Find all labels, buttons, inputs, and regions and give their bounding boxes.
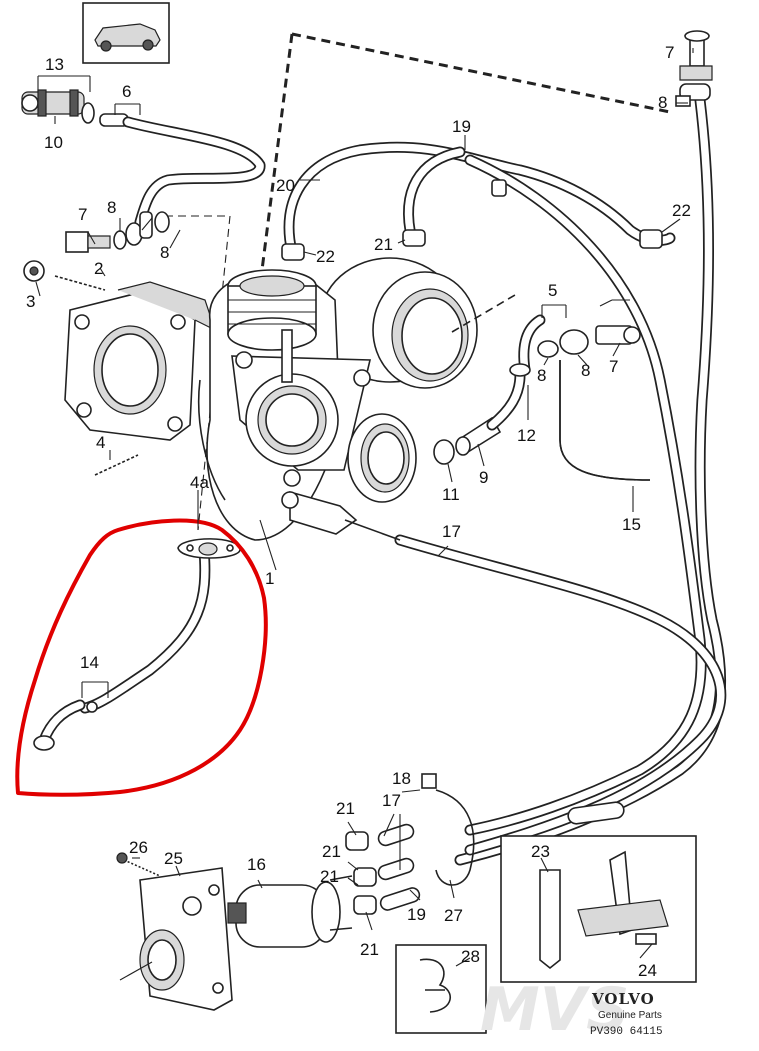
hose-clamp-part-11	[433, 439, 455, 465]
part-label-21-top: 21	[374, 235, 393, 254]
hose-clamp-part-21	[345, 831, 377, 915]
part-label-26: 26	[129, 838, 148, 857]
stud-part-2	[23, 260, 106, 291]
part-label-4: 4	[96, 433, 105, 452]
brand-name: VOLVO	[591, 990, 655, 1008]
part-label-5: 5	[548, 281, 557, 300]
part-label-11: 11	[442, 485, 460, 504]
car-thumbnail-icon	[82, 2, 170, 64]
part-label-14: 14	[80, 653, 99, 672]
hose-clamp-part-21	[402, 229, 426, 247]
part-label-21-d: 21	[360, 940, 379, 959]
part-label-17: 17	[442, 522, 461, 541]
part-label-8-left: 8	[107, 198, 116, 217]
part-label-12: 12	[517, 426, 536, 445]
return-pipe-part-14	[33, 544, 211, 751]
part-label-7-left: 7	[78, 205, 87, 224]
part-label-3: 3	[26, 292, 35, 311]
exhaust-flange	[64, 281, 217, 441]
part-label-9: 9	[479, 468, 488, 487]
part-label-28: 28	[461, 947, 480, 966]
filter-canister-part-16	[227, 875, 353, 948]
part-label-1: 1	[265, 569, 274, 588]
part-number-labels: 13 10 6 7 8 8 2 3 4 4a 1 14 20 22 19 21 …	[26, 43, 691, 980]
valve-part-7-top	[675, 30, 713, 107]
part-label-22-right: 22	[672, 201, 691, 220]
part-label-27: 27	[444, 906, 463, 925]
part-label-22-left: 22	[316, 247, 335, 266]
part-label-6: 6	[122, 82, 131, 101]
part-label-16: 16	[247, 855, 266, 874]
part-label-15: 15	[622, 515, 641, 534]
leader-lines	[35, 48, 694, 981]
cable-strap-part-18	[421, 773, 475, 886]
small-hose-segment	[377, 801, 625, 911]
part-label-25: 25	[164, 849, 183, 868]
watermark-text: MVS	[480, 975, 629, 1045]
part-label-8-top: 8	[658, 93, 667, 112]
part-label-23: 23	[531, 842, 550, 861]
bracket-part-25	[139, 867, 233, 1011]
hose-clamp-part-22	[281, 179, 663, 261]
part-label-19-top: 19	[452, 117, 471, 136]
part-label-8-right2: 8	[581, 361, 590, 380]
part-label-2: 2	[94, 259, 103, 278]
part-label-8-right: 8	[537, 366, 546, 385]
gasket-part-4a	[177, 538, 241, 559]
part-label-7-top: 7	[665, 43, 674, 62]
part-label-18: 18	[392, 769, 411, 788]
part-label-24: 24	[638, 961, 657, 980]
part-label-20: 20	[276, 176, 295, 195]
part-label-21-b: 21	[322, 842, 341, 861]
dashed-reference-line	[260, 33, 294, 271]
part-label-17-bottom: 17	[382, 791, 401, 810]
clip-detail-box-23	[500, 835, 697, 983]
part-label-13: 13	[45, 55, 64, 74]
connector-part-10	[21, 89, 95, 124]
clip-detail-box-28	[395, 944, 487, 1034]
part-label-21-c: 21	[320, 867, 339, 886]
part-label-19-bottom: 19	[407, 905, 426, 924]
part-label-8-left2: 8	[160, 243, 169, 262]
part-label-4a: 4a	[190, 473, 209, 492]
part-label-10: 10	[44, 133, 63, 152]
part-label-21-a: 21	[336, 799, 355, 818]
highlight-outline	[15, 518, 268, 797]
banjo-part-5	[537, 325, 641, 358]
dashed-reference-line	[291, 32, 671, 114]
brand-subtitle: Genuine Parts	[598, 1010, 662, 1021]
turbocharger-part-1	[197, 257, 478, 541]
part-label-7-right: 7	[609, 357, 618, 376]
brand-code: PV390 64115	[590, 1026, 663, 1038]
hose-part-9	[455, 363, 531, 456]
